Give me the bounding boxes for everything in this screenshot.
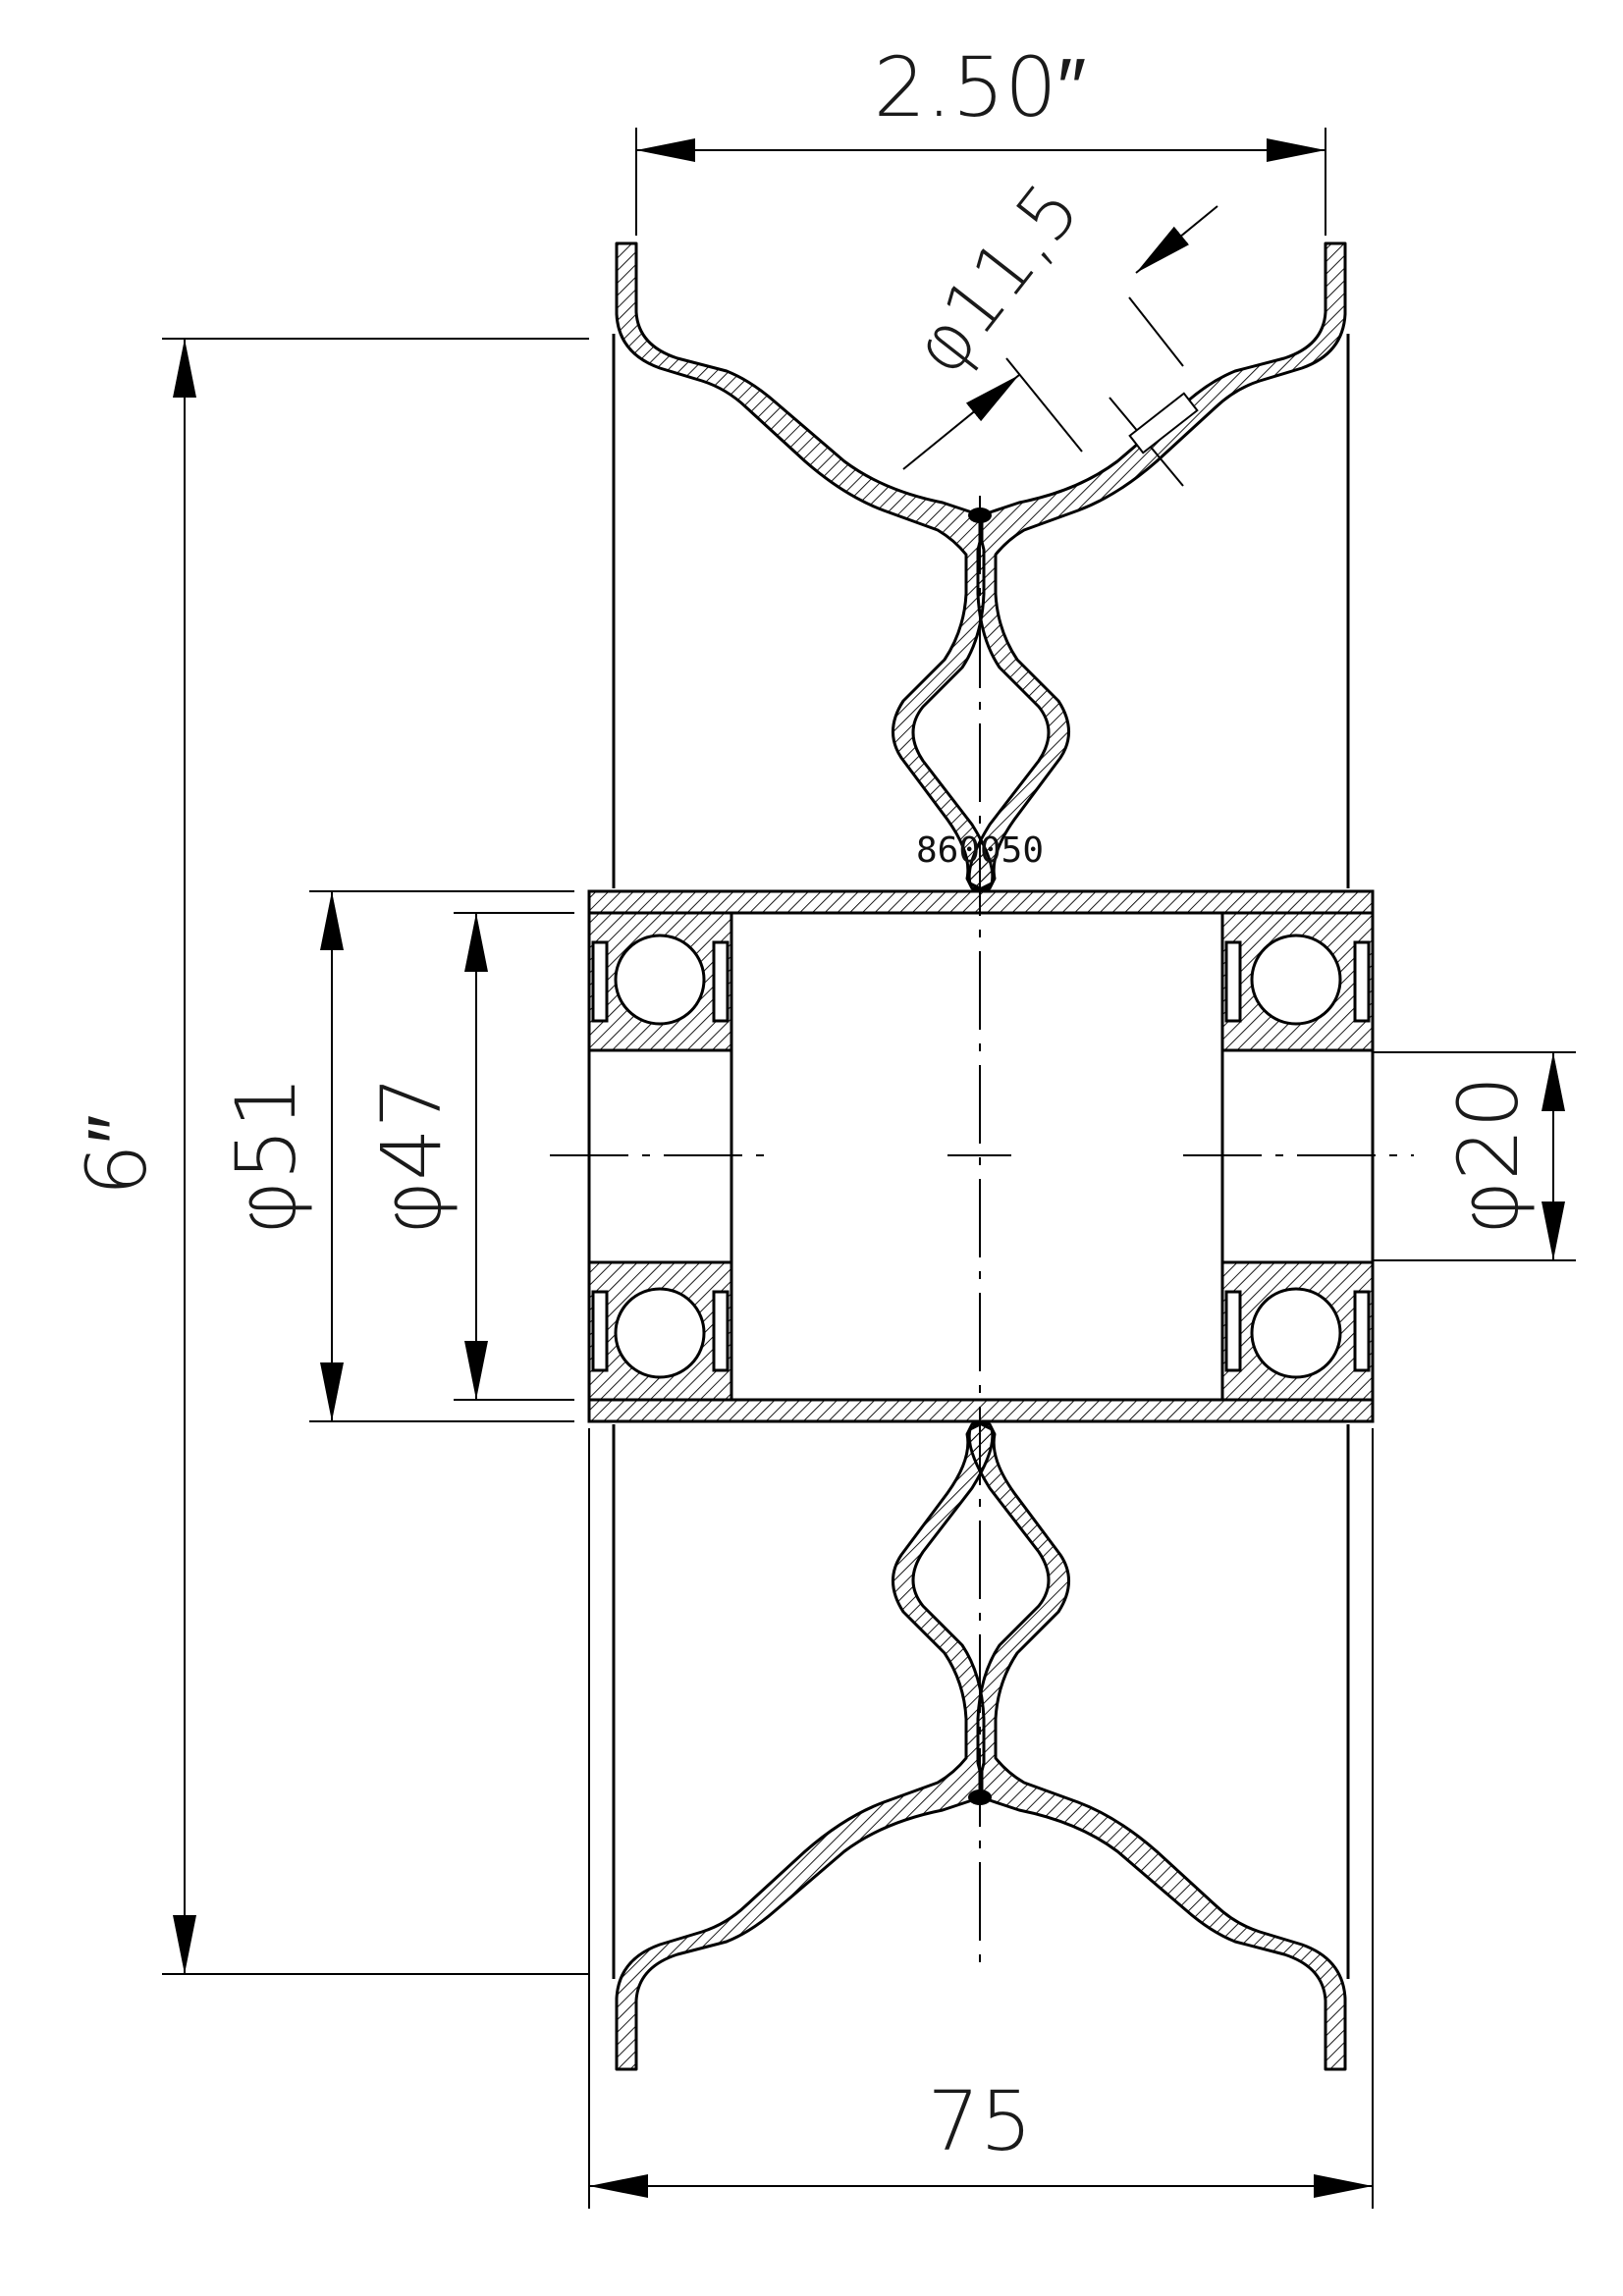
bearing-top-right [1220, 911, 1375, 1052]
dim-hub-length-label: 75 [928, 2073, 1033, 2169]
dim-valve-hole [902, 205, 1218, 487]
dim-wheel-diameter-label: 6″ [69, 1114, 165, 1196]
valve-hole [1128, 392, 1199, 454]
dim-tube-outer-diameter [309, 890, 574, 1422]
dim-wheel-diameter [162, 338, 589, 1975]
rim-lower-right-half [967, 1422, 1347, 2071]
dim-tube-outer-diameter-label: φ51 [218, 1076, 314, 1235]
rim-upper-right-half [967, 241, 1347, 890]
rim-upper-left-half [615, 241, 995, 890]
wheel-rim [615, 241, 1347, 2071]
dim-axle-bore-diameter-label: φ20 [1440, 1076, 1537, 1235]
bearing-bottom-right [1220, 1260, 1375, 1402]
dim-bearing-bore-diameter [454, 912, 574, 1401]
rim-lower-left-half [615, 1422, 995, 2071]
dim-rim-width [635, 128, 1326, 236]
part-number: 860050 [916, 830, 1044, 871]
dim-hub-length [588, 1428, 1374, 2209]
dim-valve-hole-label: φ11,5 [895, 167, 1097, 391]
dim-bearing-bore-diameter-label: φ47 [363, 1076, 460, 1235]
bearing-top-left [587, 911, 733, 1052]
tyre-outline [612, 334, 1350, 1979]
dim-rim-width-label: 2.50″ [874, 39, 1087, 135]
center-lines [550, 496, 1414, 1963]
dim-axle-bore-diameter [1373, 1051, 1576, 1261]
bearing-bottom-left [587, 1260, 733, 1402]
